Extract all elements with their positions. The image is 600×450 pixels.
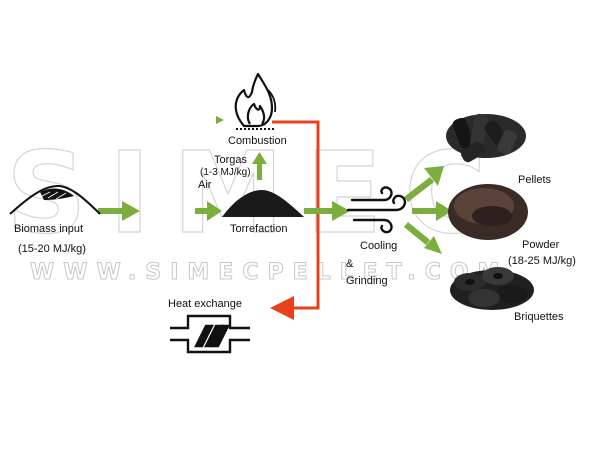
cooling-label: Cooling bbox=[360, 241, 397, 252]
arrow-biomass-to-torrefaction bbox=[98, 201, 140, 221]
pellets-label: Pellets bbox=[518, 175, 551, 186]
powder-label: Powder bbox=[522, 240, 559, 251]
heat-exchange-label: Heat exchange bbox=[168, 299, 242, 310]
torgas-energy-label: (1-3 MJ/kg) bbox=[200, 168, 251, 178]
torgas-label: Torgas bbox=[214, 155, 247, 166]
combustion-label: Combustion bbox=[228, 136, 287, 147]
torrefied-pile-icon bbox=[222, 190, 304, 217]
heat-exchanger-icon bbox=[170, 316, 250, 352]
torrefaction-label: Torrefaction bbox=[230, 224, 287, 235]
arrow-to-briquettes bbox=[404, 222, 442, 254]
arrow-torgas-up bbox=[252, 152, 267, 180]
pellets-image bbox=[446, 113, 526, 164]
combustion-grate bbox=[236, 128, 274, 130]
flame-icon bbox=[236, 74, 276, 126]
arrow-air-into-torrefaction bbox=[195, 201, 222, 221]
arrow-into-combustion bbox=[216, 116, 224, 124]
biomass-energy-label: (15-20 MJ/kg) bbox=[18, 244, 86, 255]
wind-icon bbox=[348, 187, 405, 232]
ampersand-label: & bbox=[346, 259, 353, 270]
biomass-pile-icon bbox=[10, 186, 100, 214]
briquettes-image bbox=[450, 267, 534, 310]
arrow-to-pellets bbox=[404, 166, 444, 202]
grinding-label: Grinding bbox=[346, 276, 388, 287]
air-label: Air bbox=[198, 180, 211, 191]
arrow-to-powder bbox=[412, 201, 452, 221]
briquettes-label: Briquettes bbox=[514, 312, 564, 323]
biomass-input-label: Biomass input bbox=[14, 224, 83, 235]
arrow-torrefaction-to-cooling bbox=[304, 201, 350, 221]
powder-energy-label: (18-25 MJ/kg) bbox=[508, 256, 576, 267]
powder-image bbox=[448, 184, 528, 240]
